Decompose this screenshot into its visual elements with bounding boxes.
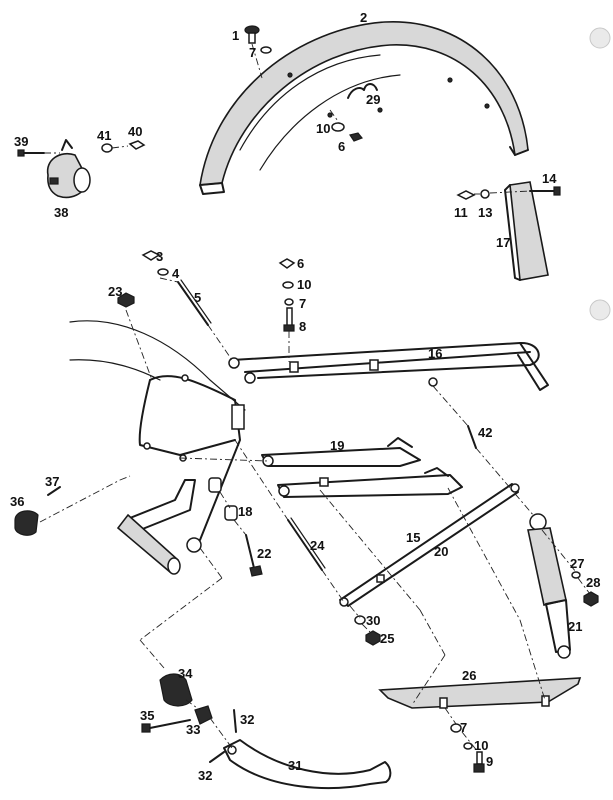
callout-10: 10 <box>316 121 330 136</box>
hanger-bolt <box>177 279 212 326</box>
light-mounting-bolt <box>17 149 45 157</box>
stand-pivot <box>194 705 213 725</box>
stand-spring <box>159 673 193 707</box>
callout-6: 6 <box>297 256 304 271</box>
hanger-nut <box>141 250 161 261</box>
callout-15: 15 <box>406 530 420 545</box>
callout-28: 28 <box>586 575 600 590</box>
wire-clip <box>347 83 378 99</box>
seat-stay-carrier <box>228 341 549 391</box>
frame-outline <box>69 320 246 541</box>
callout-40: 40 <box>128 124 142 139</box>
light-washer <box>101 143 113 153</box>
callout-24: 24 <box>310 538 325 553</box>
callout-25: 25 <box>380 631 394 646</box>
shock-nut <box>583 591 599 607</box>
footrest-pin <box>47 486 61 496</box>
callout-38: 38 <box>54 205 68 220</box>
callout-7: 7 <box>249 45 256 60</box>
number-plate-bracket <box>504 181 549 281</box>
brace-nut <box>365 630 381 646</box>
callout-33: 33 <box>186 722 200 737</box>
callout-10: 10 <box>474 738 488 753</box>
callout-39: 39 <box>14 134 28 149</box>
stand-upper-pin <box>233 709 237 733</box>
callout-10: 10 <box>297 277 311 292</box>
stay-flat-washer <box>284 298 294 306</box>
callout-3: 3 <box>156 249 163 264</box>
rear-shock-absorber <box>527 513 571 659</box>
callout-1: 1 <box>232 28 239 43</box>
callout-7: 7 <box>299 296 306 311</box>
light-nut <box>128 140 146 150</box>
brace-rod <box>339 483 520 607</box>
bracket-bolt <box>529 186 561 196</box>
stay-long-bolt <box>287 517 326 571</box>
callout-14: 14 <box>542 171 557 186</box>
callout-17: 17 <box>496 235 510 250</box>
bracket-washer <box>480 189 490 199</box>
callout-27: 27 <box>570 556 584 571</box>
prop-stand <box>223 739 392 790</box>
hanger-washer <box>157 268 169 276</box>
callout-20: 20 <box>434 544 448 559</box>
callout-32: 32 <box>198 768 212 783</box>
callout-6: 6 <box>338 139 345 154</box>
callout-21: 21 <box>568 619 582 634</box>
callout-9: 9 <box>486 754 493 769</box>
callout-19: 19 <box>330 438 344 453</box>
shock-stud <box>467 425 477 449</box>
footrest-bush <box>208 477 238 521</box>
mudguard-bolt <box>244 25 260 44</box>
callout-16: 16 <box>428 346 442 361</box>
footrest-clamp <box>14 510 39 536</box>
callout-13: 13 <box>478 205 492 220</box>
footrest-bolt <box>245 534 263 577</box>
binder-hole-middle <box>589 299 611 321</box>
callout-labels: 1 2 7 29 10 6 39 41 40 38 14 11 13 17 3 … <box>10 10 600 783</box>
frame-nut <box>117 292 135 308</box>
callout-41: 41 <box>97 128 111 143</box>
callout-30: 30 <box>366 613 380 628</box>
callout-37: 37 <box>45 474 59 489</box>
callout-22: 22 <box>257 546 271 561</box>
stand-lower-pin <box>209 751 225 763</box>
leader-lines <box>39 43 591 753</box>
callout-35: 35 <box>140 708 154 723</box>
callout-32: 32 <box>240 712 254 727</box>
guard-bolt <box>473 751 485 773</box>
rear-light-housing <box>46 139 91 199</box>
mudguard-nut-washer <box>329 109 363 142</box>
lower-rear-stay <box>277 467 463 498</box>
callout-42: 42 <box>478 425 492 440</box>
mudguard-washer <box>260 46 272 54</box>
callout-11: 11 <box>454 205 468 220</box>
stay-bolt <box>283 307 295 332</box>
stay-nut <box>278 258 296 269</box>
callout-7: 7 <box>460 720 467 735</box>
guard-spring-washer <box>463 742 473 750</box>
stand-pivot-bolt <box>141 719 191 733</box>
callout-36: 36 <box>10 494 24 509</box>
callout-34: 34 <box>178 666 193 681</box>
chain-guard <box>378 677 582 709</box>
binder-hole-top <box>589 27 611 49</box>
callout-2: 2 <box>360 10 367 25</box>
stay-spring-washer <box>282 281 294 289</box>
pillion-footrest-arm <box>116 479 202 575</box>
callout-23: 23 <box>108 284 122 299</box>
callout-18: 18 <box>238 504 252 519</box>
callout-8: 8 <box>299 319 306 334</box>
bracket-nut <box>456 190 476 200</box>
callout-29: 29 <box>366 92 380 107</box>
upper-rear-stay <box>261 437 421 467</box>
callout-5: 5 <box>194 290 201 305</box>
brace-washer <box>354 615 366 625</box>
callout-31: 31 <box>288 758 302 773</box>
rear-mudguard <box>199 21 529 195</box>
callout-4: 4 <box>172 266 180 281</box>
callout-26: 26 <box>462 668 476 683</box>
shock-washer <box>571 571 581 579</box>
